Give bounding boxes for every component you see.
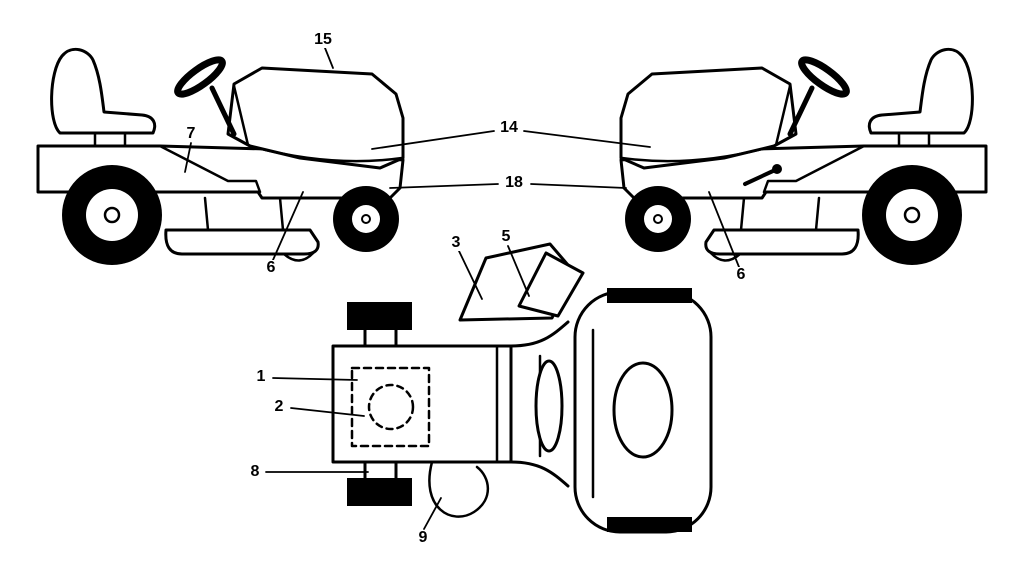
steering-column xyxy=(209,85,237,137)
leader-5 xyxy=(507,245,530,297)
callout-6: 6 xyxy=(734,266,748,283)
seat xyxy=(50,47,157,135)
front-axle-links xyxy=(363,328,398,481)
callout-1: 1 xyxy=(254,368,268,385)
leader-18 xyxy=(389,183,627,189)
body-side-upper xyxy=(509,320,570,348)
callout-14: 14 xyxy=(498,119,520,136)
leader-6-right xyxy=(708,191,740,268)
rear-wheel-top-right xyxy=(607,517,692,532)
steering-wheel-top xyxy=(534,359,564,453)
front-wheel-hub xyxy=(361,214,371,224)
rear-wheel-hub xyxy=(103,206,121,224)
deck-gauge-wheel xyxy=(282,250,316,262)
leader-15 xyxy=(324,47,334,69)
leader-6-left xyxy=(272,191,304,261)
rear-wheel-rim xyxy=(86,189,138,241)
leader-3 xyxy=(458,250,483,300)
engine-decal-outline xyxy=(350,366,431,448)
leader-lines xyxy=(184,47,740,530)
callout-18: 18 xyxy=(503,174,525,191)
callout-2: 2 xyxy=(272,398,286,415)
callout-3: 3 xyxy=(449,234,463,251)
deck-hanger-rear xyxy=(278,196,285,232)
cable-loop xyxy=(428,460,490,518)
seat-top xyxy=(612,361,674,459)
front-wheel-rim xyxy=(352,205,380,233)
leader-2 xyxy=(290,407,365,417)
deck-lift-lever xyxy=(743,164,782,186)
tractor-top-view xyxy=(331,242,713,534)
body-side-lower xyxy=(509,460,570,488)
hood-rear-seam xyxy=(232,84,250,147)
deck-hanger-front xyxy=(203,196,210,232)
hood-lower-seam xyxy=(248,144,404,163)
front-wheel-top-left xyxy=(347,302,412,330)
tractor-side-view-left xyxy=(36,47,405,265)
leader-7 xyxy=(184,142,192,173)
callout-9: 9 xyxy=(416,529,430,546)
tractor-side-view-right xyxy=(621,49,986,265)
console-dash xyxy=(517,251,585,318)
rear-wheel-top-left xyxy=(607,288,692,303)
leader-14 xyxy=(371,130,651,150)
leader-9 xyxy=(423,497,442,530)
callout-8: 8 xyxy=(248,463,262,480)
callout-15: 15 xyxy=(312,31,334,48)
callout-5: 5 xyxy=(499,228,513,245)
steering-wheel xyxy=(174,56,226,98)
seat-mounts xyxy=(93,131,127,148)
running-board-seam xyxy=(158,144,262,194)
mower-deck xyxy=(164,228,320,256)
callout-7: 7 xyxy=(184,125,198,142)
engine-bay xyxy=(331,344,513,464)
callout-6: 6 xyxy=(264,259,278,276)
front-wheel-top-right xyxy=(347,478,412,506)
leader-1 xyxy=(272,377,358,381)
engine-decal-circle xyxy=(367,383,415,431)
